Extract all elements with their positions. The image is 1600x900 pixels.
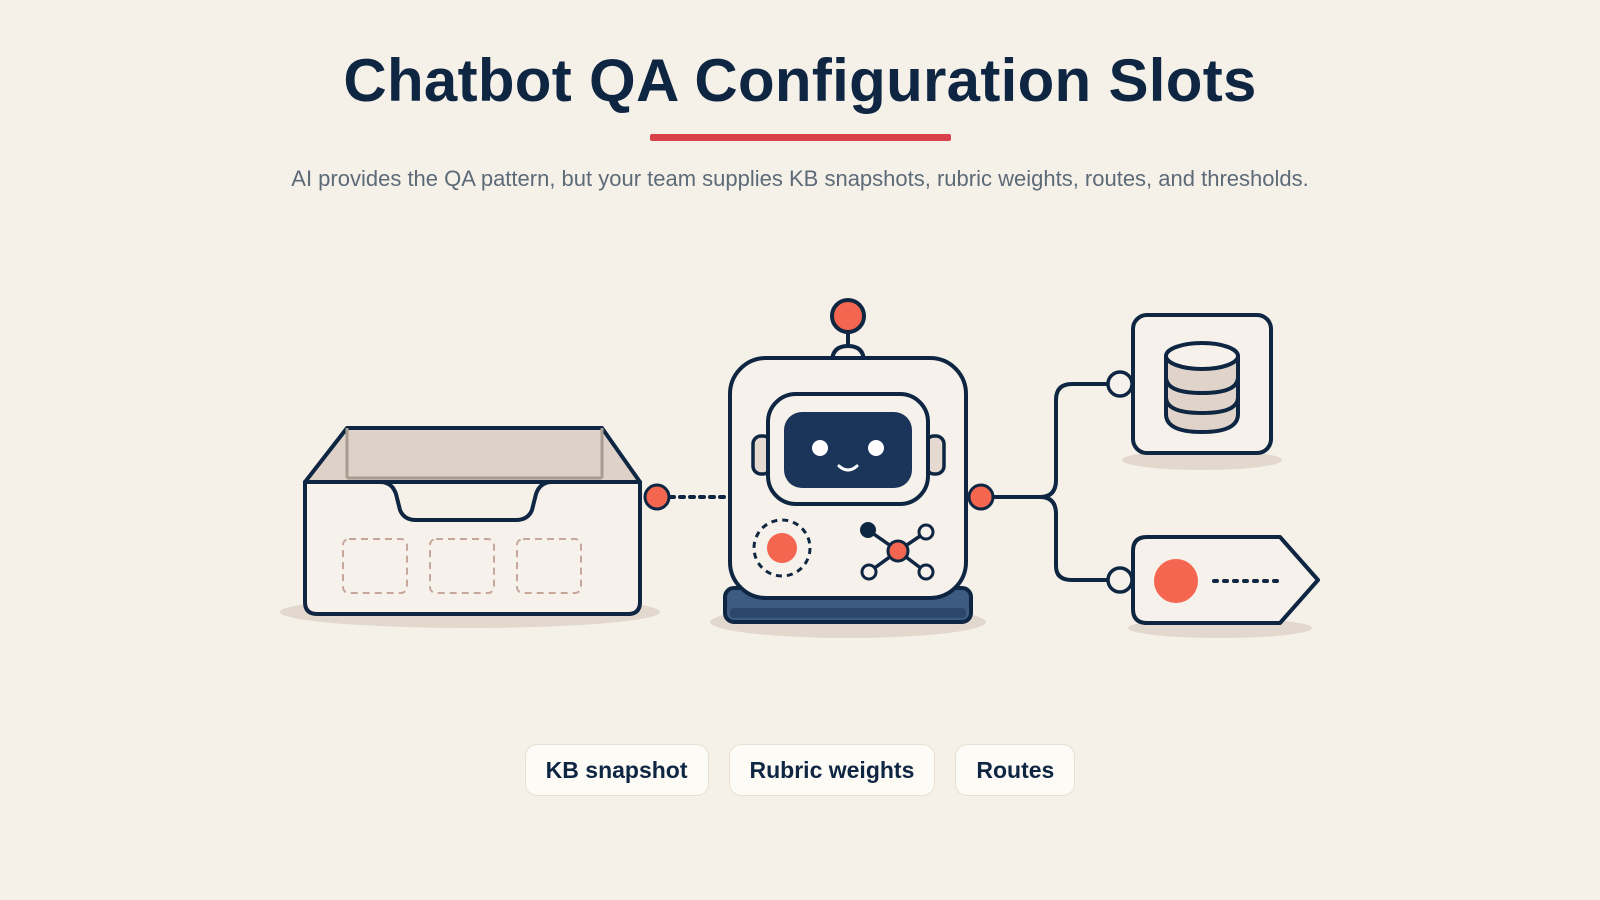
tray-icon [280,426,660,628]
robot-branch-connector [967,370,1134,594]
tag-icon [1128,535,1320,638]
kb-snapshot-chip[interactable]: KB snapshot [524,744,709,796]
page-title: Chatbot QA Configuration Slots [343,47,1257,114]
tray-connector [643,483,730,511]
database-icon [1122,313,1282,470]
title-underline [650,134,951,141]
rubric-weights-chip[interactable]: Rubric weights [728,744,936,796]
routes-chip[interactable]: Routes [955,744,1076,796]
robot-icon [710,298,986,638]
slot-chips: KB snapshot Rubric weights Routes [0,744,1600,796]
page-subtitle: AI provides the QA pattern, but your tea… [291,166,1309,191]
